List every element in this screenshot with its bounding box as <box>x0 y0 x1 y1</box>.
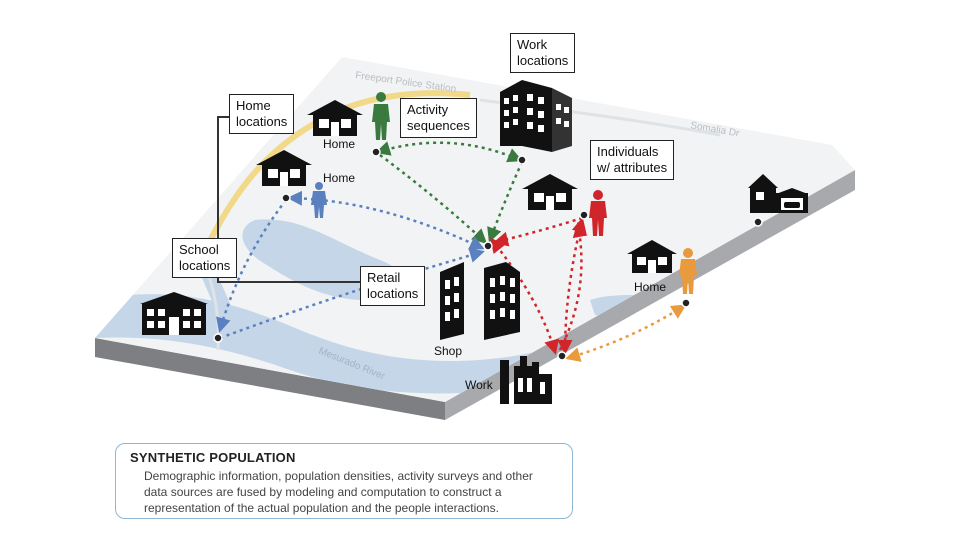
caption-line: data sources are fused by modeling and c… <box>144 485 502 499</box>
caption-line: Demographic information, population dens… <box>144 469 533 483</box>
arrow-red-shop-work <box>490 237 559 355</box>
house-icon <box>307 100 363 136</box>
callout-retail-locations-line1: Retail <box>367 270 401 285</box>
person-blue-icon <box>311 182 327 218</box>
arrow-blue-school-shop <box>219 248 485 340</box>
callout-home-locations-line1: Home <box>236 98 271 113</box>
dot-shop <box>483 241 493 251</box>
label-work: Work <box>465 378 493 392</box>
dot-home-top <box>371 147 381 157</box>
callout-school-locations: School locations <box>172 238 238 278</box>
arrow-orange-home-work <box>565 304 687 362</box>
dot-home-left <box>281 193 291 203</box>
dot-work-factory <box>557 351 567 361</box>
callout-home-locations: Home locations <box>229 94 295 134</box>
platform-side-right <box>445 170 855 420</box>
factory-icon <box>500 356 552 404</box>
callout-school-locations-line2: locations <box>179 258 231 273</box>
caption-body: Demographic information, population dens… <box>144 468 562 516</box>
office-tower-icon <box>500 80 572 152</box>
label-home-top: Home <box>323 137 356 151</box>
dot-home-red <box>579 210 589 220</box>
dot-school <box>213 333 223 343</box>
callout-activity-sequences-line1: Activity <box>407 102 449 117</box>
person-red-icon <box>589 190 607 236</box>
dot-garage-house <box>753 217 763 227</box>
callout-retail-locations-line2: locations <box>367 286 419 301</box>
house-icon <box>522 174 578 210</box>
label-shop: Shop <box>434 344 463 358</box>
callout-individuals-line1: Individuals <box>597 144 659 159</box>
dot-work-tower <box>517 155 527 165</box>
callout-work-locations-line1: Work <box>517 37 548 52</box>
callout-activity-sequences-line2: sequences <box>407 118 470 133</box>
caption-title: SYNTHETIC POPULATION <box>130 450 296 465</box>
school-building-icon <box>140 292 208 335</box>
person-green-icon <box>372 92 390 140</box>
caption-line: representation of the actual population … <box>144 501 499 515</box>
platform-side-left <box>95 338 445 420</box>
label-home-left: Home <box>323 171 356 185</box>
dot-home-orange <box>681 298 691 308</box>
callout-individuals: Individuals w/ attributes <box>590 140 675 180</box>
arrow-green-work-shop <box>487 161 524 243</box>
location-dots <box>213 147 763 361</box>
person-orange-icon <box>679 248 697 294</box>
callout-work-locations: Work locations <box>510 33 576 73</box>
caption-box: SYNTHETIC POPULATION Demographic informa… <box>115 443 573 519</box>
callout-home-locations-line2: locations <box>236 114 288 129</box>
house-icon <box>256 150 312 186</box>
house-icon <box>627 240 677 273</box>
callout-individuals-line2: w/ attributes <box>597 160 668 175</box>
arrow-green-home-work <box>375 141 523 163</box>
label-home-right: Home <box>634 280 667 294</box>
callout-school-locations-line1: School <box>179 242 219 257</box>
house-garage-icon <box>748 174 808 213</box>
callout-retail-locations: Retail locations <box>360 266 426 306</box>
callout-activity-sequences: Activity sequences <box>400 98 477 138</box>
callout-work-locations-line2: locations <box>517 53 569 68</box>
connector-home-locations <box>217 116 360 283</box>
shop-building-icon <box>440 262 520 340</box>
